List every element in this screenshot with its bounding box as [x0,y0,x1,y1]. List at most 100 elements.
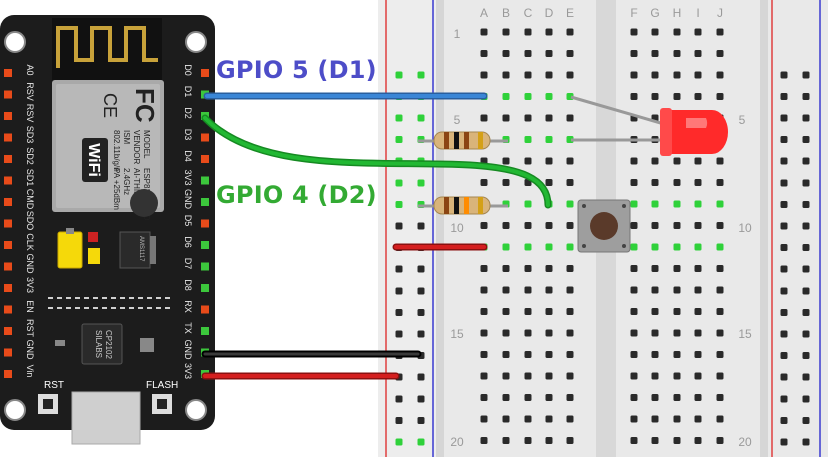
breadboard-hole [673,222,681,229]
breadboard-hole [502,372,510,380]
regulator-tab [150,236,156,264]
breadboard-hole [545,394,553,401]
resistor-band [444,197,449,214]
board-pin-label: D1 [183,86,193,98]
breadboard-hole [694,93,702,100]
ce-mark: CE [100,93,120,118]
usb-connector [71,391,141,445]
breadboard-hole [673,50,681,57]
breadboard-hole [524,200,532,208]
board-pin-label: EN [25,300,35,313]
breadboard-hole [502,222,510,229]
board-pin-label: D2 [183,107,193,119]
breadboard-hole [694,372,702,380]
board-pin-label: RSV [25,82,35,101]
breadboard-hole [630,93,638,100]
breadboard-hole [673,28,681,36]
board-pin-label: 3V3 [183,363,193,379]
breadboard-hole [524,329,532,337]
power-rail-hole [802,417,810,424]
breadboard-hole [480,114,488,122]
column-letter: D [545,6,554,20]
breadboard-hole [651,179,659,186]
resistor-band [478,132,483,149]
power-rail-hole [780,309,788,316]
breadboard-hole [716,71,724,79]
breadboard-hole [545,286,553,294]
flash-button-cap[interactable] [157,399,167,409]
breadboard-hole [566,50,574,57]
breadboard-hole [630,372,638,380]
resistor-band [464,132,469,149]
power-rail-hole [395,179,403,187]
breadboard-hole [480,308,488,315]
breadboard-hole [524,222,532,229]
breadboard-hole [480,286,488,294]
module-text: ISM [122,130,131,145]
board-pin-label: D5 [183,215,193,227]
breadboard-hole [716,222,724,229]
breadboard-hole [630,200,638,208]
mounting-hole [4,31,26,53]
resistor-led [418,131,508,150]
column-letter: H [673,6,682,20]
breadboard-hole [480,50,488,57]
breadboard-hole [566,222,574,229]
resistor-band [464,197,469,214]
breadboard-hole [502,286,510,294]
breadboard-hole [694,179,702,186]
reset-button-cap[interactable] [43,399,53,409]
resistor-band [478,197,483,214]
board-pin-right [201,155,209,163]
board-pin-left [4,284,12,292]
breadboard-hole [673,157,681,165]
breadboard-hole [716,28,724,36]
breadboard-hole [694,286,702,294]
breadboard-hole [673,286,681,294]
module-value: PA +25dBm [112,168,121,210]
breadboard-hole [651,222,659,229]
led-highlight [686,118,708,128]
breadboard-hole [566,179,574,186]
power-rail-hole [802,114,810,122]
gpio5-label: GPIO 5 (D1) [216,56,377,84]
breadboard-hole [630,71,638,79]
breadboard-hole [651,329,659,337]
breadboard-hole [630,415,638,423]
power-rail-hole [780,265,788,273]
breadboard-hole [651,394,659,401]
power-rail-hole [417,373,425,381]
module-text: VENDOR [132,130,141,164]
power-rail-hole [417,287,425,295]
row-number: 20 [450,435,464,449]
smd-component [140,338,154,352]
breadboard-hole [651,200,659,208]
breadboard-hole [545,308,553,315]
board-pin-left [4,69,12,77]
board-pin-label: Vin [25,365,35,378]
power-rail-hole [417,330,425,338]
power-rail-hole [395,395,403,403]
breadboard-hole [651,93,659,100]
board-pin-label: D4 [183,150,193,162]
breadboard-hole [651,243,659,251]
board-pin-label: D6 [183,236,193,248]
push-button[interactable] [577,199,631,253]
breadboard-hole [673,93,681,100]
board-pin-label: SDO [25,211,35,231]
button-corner [582,204,586,208]
breadboard-hole [480,394,488,401]
regulator-label: AMS1117 [138,236,144,262]
breadboard-hole [630,179,638,186]
power-rail-hole [417,71,425,79]
wifi-logo-text: WiFi [85,143,102,177]
power-rail-hole [395,265,403,273]
push-button-cap[interactable] [590,212,618,240]
nodemcu-board: FC CE MODEL VENDOR ISM 802.11b/g/n ESP82… [0,15,215,445]
board-pin-right [201,198,209,206]
row-number: 5 [454,113,461,127]
led-leg-anode [570,95,665,126]
breadboard-hole [716,157,724,165]
left-power-rail [378,0,436,457]
breadboard-hole [524,243,532,251]
